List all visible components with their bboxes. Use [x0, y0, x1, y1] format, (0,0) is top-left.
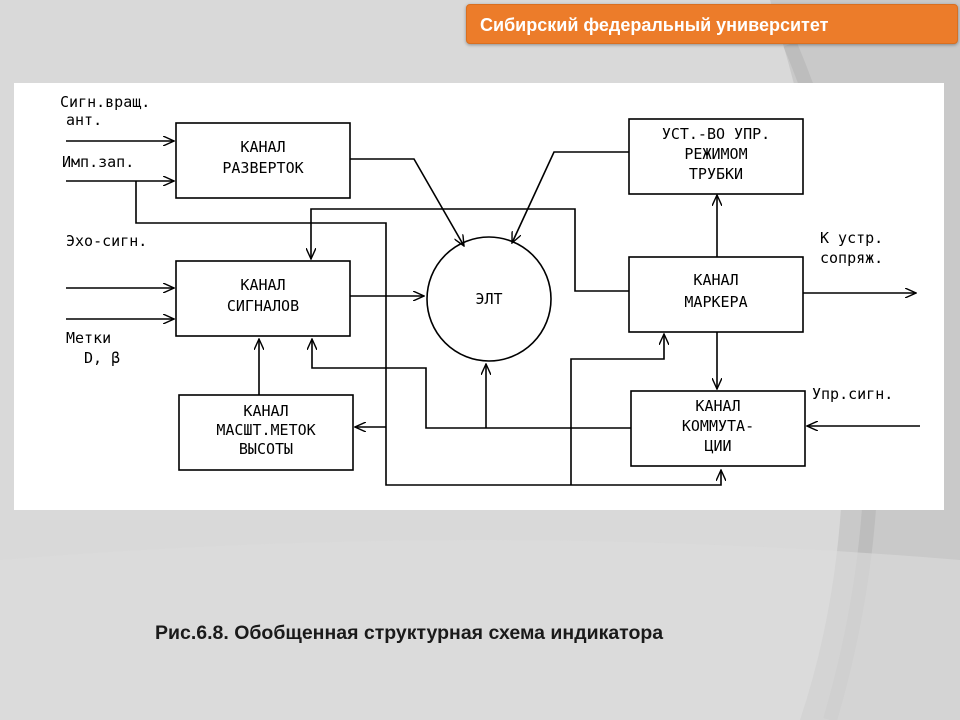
kommut-line1: КАНАЛ: [695, 397, 740, 415]
kommut-line3: ЦИИ: [704, 437, 731, 455]
razvertok-to-elt: [350, 158, 464, 246]
upr-label: Упр.сигн.: [812, 385, 893, 403]
signalov-line2: СИГНАЛОВ: [227, 297, 299, 315]
razvertok-line2: РАЗВЕРТОК: [222, 159, 303, 177]
sign-vrash-line1: Сигн.вращ.: [60, 93, 150, 111]
block-diagram: КАНАЛ РАЗВЕРТОК КАНАЛ СИГНАЛОВ КАНАЛ МАС…: [60, 93, 920, 486]
masht-line1: КАНАЛ: [243, 402, 288, 420]
imp-zap-branch: [135, 181, 721, 486]
masht-line2: МАСШТ.МЕТОК: [216, 421, 315, 439]
metki-line1: Метки: [66, 329, 111, 347]
tube-line3: ТРУБКИ: [689, 165, 743, 183]
kommut-to-masht: [570, 334, 664, 485]
imp-zap-label: Имп.зап.: [62, 153, 134, 171]
diagram-panel: [14, 83, 944, 510]
figure-caption: Рис.6.8. Обобщенная структурная схема ин…: [155, 622, 664, 644]
k-ustr-line1: К устр.: [820, 229, 883, 247]
tube-to-elt: [511, 151, 629, 243]
university-banner: Сибирский федеральный университет: [466, 4, 958, 44]
metki-line2: D, β: [84, 349, 120, 367]
tube-line1: УСТ.-ВО УПР.: [662, 125, 770, 143]
marker-line1: КАНАЛ: [693, 271, 738, 289]
block-kanal-masht: [178, 394, 354, 471]
exo-label: Эхо-сигн.: [66, 232, 147, 250]
marker-to-signalov: [311, 208, 629, 292]
block-kanal-markera: [628, 256, 804, 333]
masht-line3: ВЫСОТЫ: [239, 440, 293, 458]
elt-label: ЭЛТ: [475, 290, 502, 308]
razvertok-line1: КАНАЛ: [240, 138, 285, 156]
marker-line2: МАРКЕРА: [684, 293, 747, 311]
kommut-line2: КОММУТА-: [682, 417, 754, 435]
block-kanal-razvertok: [175, 122, 351, 199]
sign-vrash-line2: ант.: [66, 111, 102, 129]
block-elt: [426, 236, 552, 362]
tube-line2: РЕЖИМОМ: [684, 145, 747, 163]
k-ustr-line2: сопряж.: [820, 249, 883, 267]
block-kanal-signalov: [175, 260, 351, 337]
signalov-line1: КАНАЛ: [240, 276, 285, 294]
kommut-to-elt: [312, 339, 631, 429]
